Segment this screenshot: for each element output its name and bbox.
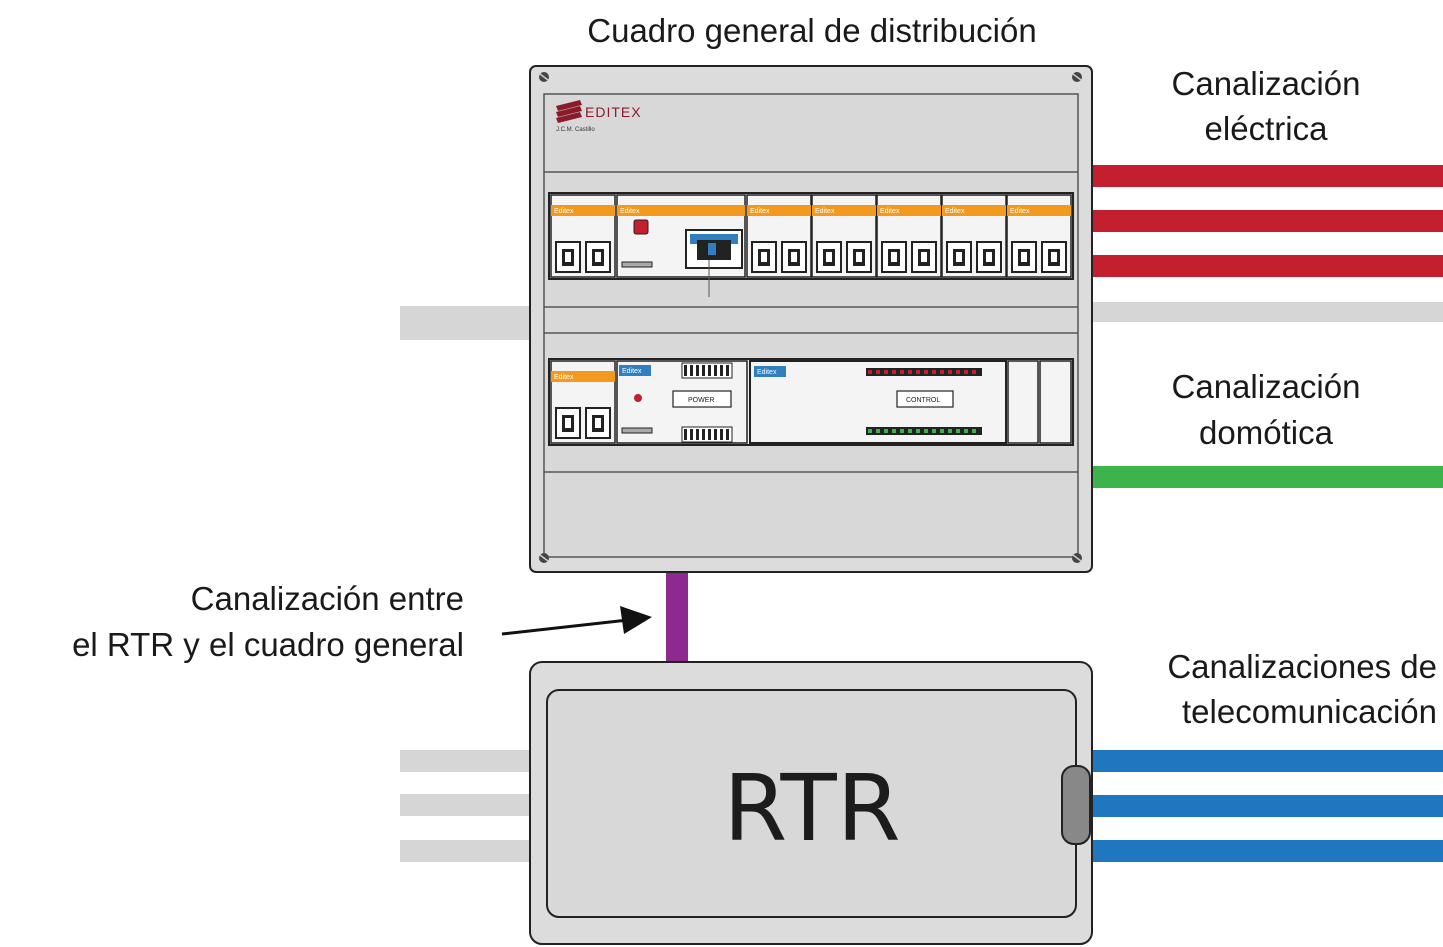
telecom-label-line2: telecomunicación	[1182, 693, 1437, 730]
vent-icon	[681, 426, 733, 443]
power-supply-module: Editex POWER	[616, 360, 748, 444]
editex-logo-icon	[556, 100, 582, 123]
control-label: CONTROL	[906, 397, 940, 404]
circuit-breaker: Editex	[1006, 194, 1072, 278]
screw-icon	[1072, 72, 1082, 82]
left-rtr-conduit-3	[400, 840, 532, 862]
automation-row: Editex Editex POWER	[548, 358, 1074, 446]
module-tag: Editex	[880, 208, 900, 215]
blank-module	[1007, 360, 1039, 444]
module-tag: Editex	[815, 208, 835, 215]
module-tag: Editex	[622, 368, 642, 375]
domotic-label-line2: domótica	[1199, 414, 1334, 451]
module-tag: Editex	[1010, 208, 1030, 215]
vent-icon	[681, 362, 733, 379]
module-tag: Editex	[750, 208, 770, 215]
circuit-breaker: Editex	[811, 194, 877, 278]
left-rtr-conduit-2	[400, 794, 532, 816]
telecom-label-line1: Canalizaciones de	[1167, 648, 1437, 685]
module-tag: Editex	[945, 208, 965, 215]
terminal-strip-red-icon	[866, 368, 982, 376]
arrow-icon	[501, 606, 652, 636]
panel-brand-sub: J.C.M. Castillo	[556, 127, 595, 133]
power-label: POWER	[688, 397, 714, 404]
module-tag: Editex	[554, 374, 574, 381]
circuit-breaker: Editex	[550, 360, 616, 444]
circuit-breaker: Editex	[941, 194, 1007, 278]
left-rtr-conduit-1	[400, 750, 532, 772]
grey-conduit-right	[1090, 302, 1443, 322]
rtr-panel-link-conduit	[666, 570, 688, 664]
left-grey-conduit	[400, 306, 532, 340]
electrical-label-line2: eléctrica	[1205, 110, 1329, 147]
telecom-conduit-1	[1088, 750, 1443, 772]
blank-module	[1039, 360, 1072, 444]
screw-icon	[539, 553, 549, 563]
circuit-breaker: Editex	[746, 194, 812, 278]
screw-icon	[1072, 553, 1082, 563]
distribution-panel: EDITEX J.C.M. Castillo Editex	[529, 65, 1093, 573]
differential-switch: Editex	[616, 194, 746, 297]
rtr-box: RTR	[529, 661, 1093, 945]
power-led-icon	[634, 394, 642, 402]
panel-title: Cuadro general de distribución	[587, 12, 1036, 49]
breaker-row-top: Editex Editex	[548, 192, 1074, 297]
domotic-conduit	[1090, 466, 1443, 488]
test-button-icon	[633, 219, 649, 235]
telecom-conduit-3	[1088, 840, 1443, 862]
control-module: Editex CONTROL	[749, 360, 1007, 444]
module-tag: Editex	[554, 208, 574, 215]
domotic-label-line1: Canalización	[1172, 368, 1361, 405]
circuit-breaker: Editex	[876, 194, 942, 278]
link-label-line1: Canalización entre	[191, 580, 464, 617]
electrical-conduit-1	[1090, 165, 1443, 187]
electrical-label-line1: Canalización	[1172, 65, 1361, 102]
screw-icon	[539, 72, 549, 82]
terminal-strip-green-icon	[866, 427, 982, 435]
rtr-label: RTR	[723, 755, 900, 862]
circuit-breaker: Editex	[550, 194, 616, 278]
panel-brand: EDITEX	[585, 104, 642, 120]
electrical-conduit-3	[1090, 255, 1443, 277]
module-tag: Editex	[757, 369, 777, 376]
link-label-line2: el RTR y el cuadro general	[72, 626, 464, 663]
module-tag: Editex	[620, 208, 640, 215]
electrical-conduit-2	[1090, 210, 1443, 232]
rtr-latch-icon	[1061, 765, 1091, 845]
telecom-conduit-2	[1088, 795, 1443, 817]
